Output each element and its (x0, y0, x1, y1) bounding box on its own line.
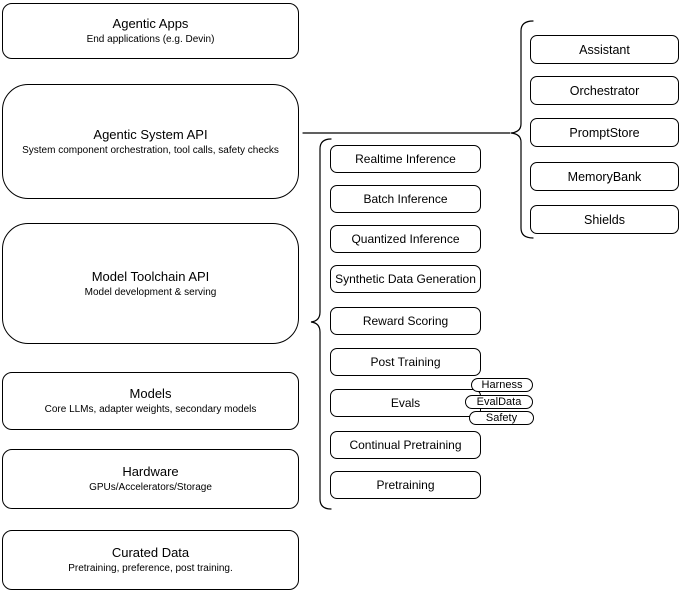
box-title: Hardware (122, 464, 179, 479)
node-pretraining: Pretraining (330, 471, 481, 499)
brace-toolchain (310, 138, 332, 510)
node-promptstore: PromptStore (530, 118, 679, 147)
node-post-training: Post Training (330, 348, 481, 376)
tag-evaldata: EvalData (465, 395, 533, 409)
box-title: Model Toolchain API (91, 268, 210, 284)
node-batch-inference: Batch Inference (330, 185, 481, 213)
box-hardware: Hardware GPUs/Accelerators/Storage (2, 449, 299, 509)
node-memorybank: MemoryBank (530, 162, 679, 191)
tag-safety: Safety (469, 411, 534, 425)
node-continual-pretraining: Continual Pretraining (330, 431, 481, 459)
node-realtime-inference: Realtime Inference (330, 145, 481, 173)
node-reward-scoring: Reward Scoring (330, 307, 481, 335)
box-curated-data: Curated Data Pretraining, preference, po… (2, 530, 299, 590)
node-shields: Shields (530, 205, 679, 234)
box-agentic-system-api: Agentic System API System component orch… (2, 84, 299, 199)
brace-system (510, 20, 534, 239)
node-evals: Evals (330, 389, 481, 417)
box-title: Curated Data (111, 545, 190, 560)
box-subtitle: GPUs/Accelerators/Storage (89, 482, 212, 493)
box-models: Models Core LLMs, adapter weights, secon… (2, 372, 299, 430)
node-orchestrator: Orchestrator (530, 76, 679, 105)
box-title: Models (129, 386, 172, 401)
node-quantized-inference: Quantized Inference (330, 225, 481, 253)
box-title: Agentic System API (93, 126, 208, 142)
box-subtitle: Core LLMs, adapter weights, secondary mo… (44, 404, 257, 415)
node-assistant: Assistant (530, 35, 679, 64)
box-subtitle: Pretraining, preference, post training. (68, 563, 233, 574)
box-title: Agentic Apps (112, 16, 189, 31)
node-synthetic-data-generation: Synthetic Data Generation (330, 265, 481, 293)
box-subtitle: End applications (e.g. Devin) (86, 34, 215, 45)
tag-harness: Harness (471, 378, 533, 392)
box-subtitle: System component orchestration, tool cal… (22, 144, 279, 156)
box-subtitle: Model development & serving (84, 286, 217, 298)
box-model-toolchain-api: Model Toolchain API Model development & … (2, 223, 299, 344)
box-agentic-apps: Agentic Apps End applications (e.g. Devi… (2, 3, 299, 59)
